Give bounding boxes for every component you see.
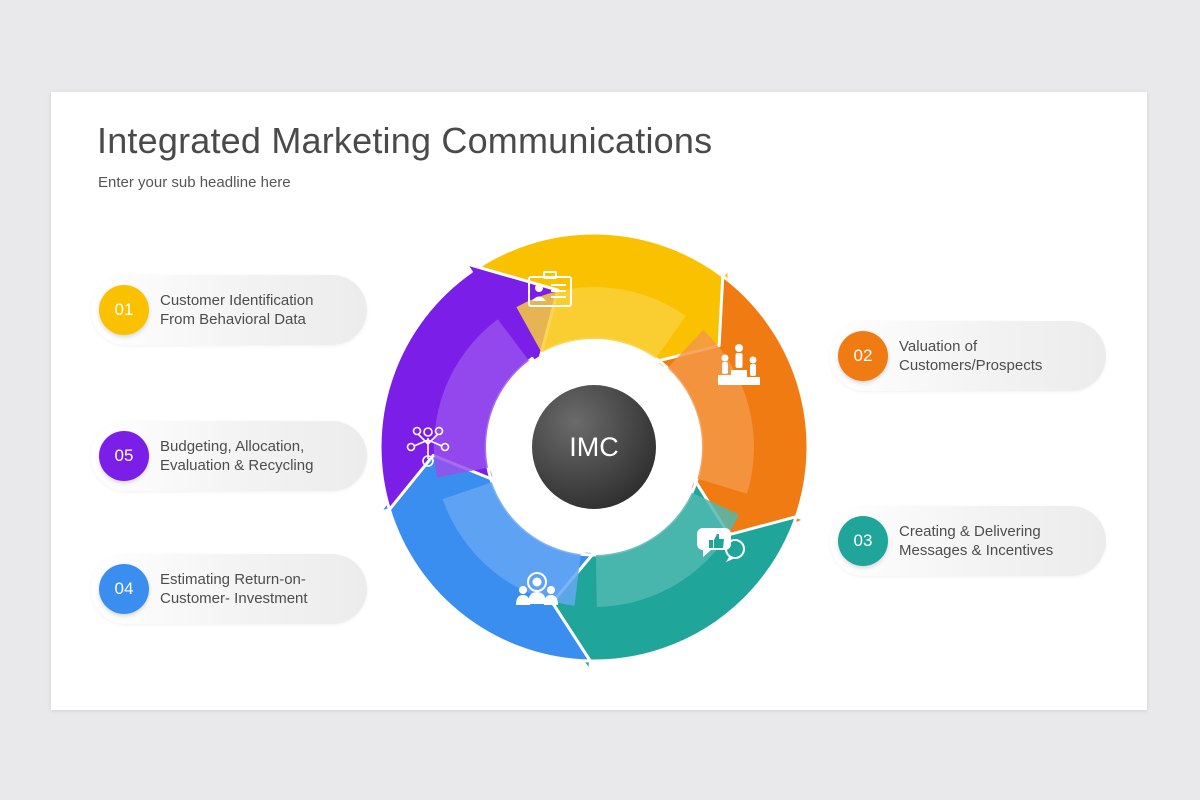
step-item-01: 01 Customer Identification From Behavior… <box>91 275 367 345</box>
step-label-line1: Valuation of <box>899 338 978 355</box>
slide: Integrated Marketing Communications Ente… <box>51 92 1147 710</box>
step-item-04: 04 Estimating Return-on- Customer- Inves… <box>91 554 367 624</box>
podium-people-icon <box>718 344 760 385</box>
step-item-02: 02 Valuation of Customers/Prospects <box>830 321 1106 391</box>
team-icon <box>516 572 558 605</box>
cycle-arrow-highlight-05 <box>433 319 529 478</box>
page-title: Integrated Marketing Communications <box>97 120 713 161</box>
step-number-badge: 04 <box>99 564 149 614</box>
chat-bubbles-icon <box>697 528 745 562</box>
page-subtitle: Enter your sub headline here <box>98 174 291 191</box>
step-label-line2: Evaluation & Recycling <box>160 457 314 474</box>
step-label-line1: Customer Identification <box>160 292 314 309</box>
step-number-badge: 01 <box>99 285 149 335</box>
step-label: Valuation of Customers/Prospects <box>899 337 1099 375</box>
cycle-arrow-highlight-03 <box>595 492 739 607</box>
cycle-arrow-highlight-01 <box>516 286 686 359</box>
id-card-icon <box>528 271 572 307</box>
center-hub: IMC <box>532 385 656 509</box>
cycle-icons <box>406 271 760 605</box>
step-label: Estimating Return-on- Customer- Investme… <box>160 570 360 608</box>
center-label: IMC <box>569 432 619 462</box>
step-label-line1: Creating & Delivering <box>899 523 1041 540</box>
step-label-line2: Messages & Incentives <box>899 542 1054 559</box>
step-number-badge: 03 <box>838 516 888 566</box>
step-item-05: 05 Budgeting, Allocation, Evaluation & R… <box>91 421 367 491</box>
step-label-line2: From Behavioral Data <box>160 311 306 328</box>
step-label-line2: Customers/Prospects <box>899 357 1043 374</box>
step-number-badge: 02 <box>838 331 888 381</box>
cycle-arrow-highlight-04 <box>442 482 581 606</box>
money-tree-icon <box>406 426 450 467</box>
step-label: Creating & Delivering Messages & Incenti… <box>899 522 1099 560</box>
step-label-line1: Budgeting, Allocation, <box>160 438 305 455</box>
step-item-03: 03 Creating & Delivering Messages & Ince… <box>830 506 1106 576</box>
cycle-diagram: IMC <box>378 231 810 673</box>
step-label-line2: Customer- Investment <box>160 590 308 607</box>
step-label: Customer Identification From Behavioral … <box>160 291 360 329</box>
step-number-badge: 05 <box>99 431 149 481</box>
step-label: Budgeting, Allocation, Evaluation & Recy… <box>160 437 360 475</box>
step-label-line1: Estimating Return-on- <box>160 571 306 588</box>
